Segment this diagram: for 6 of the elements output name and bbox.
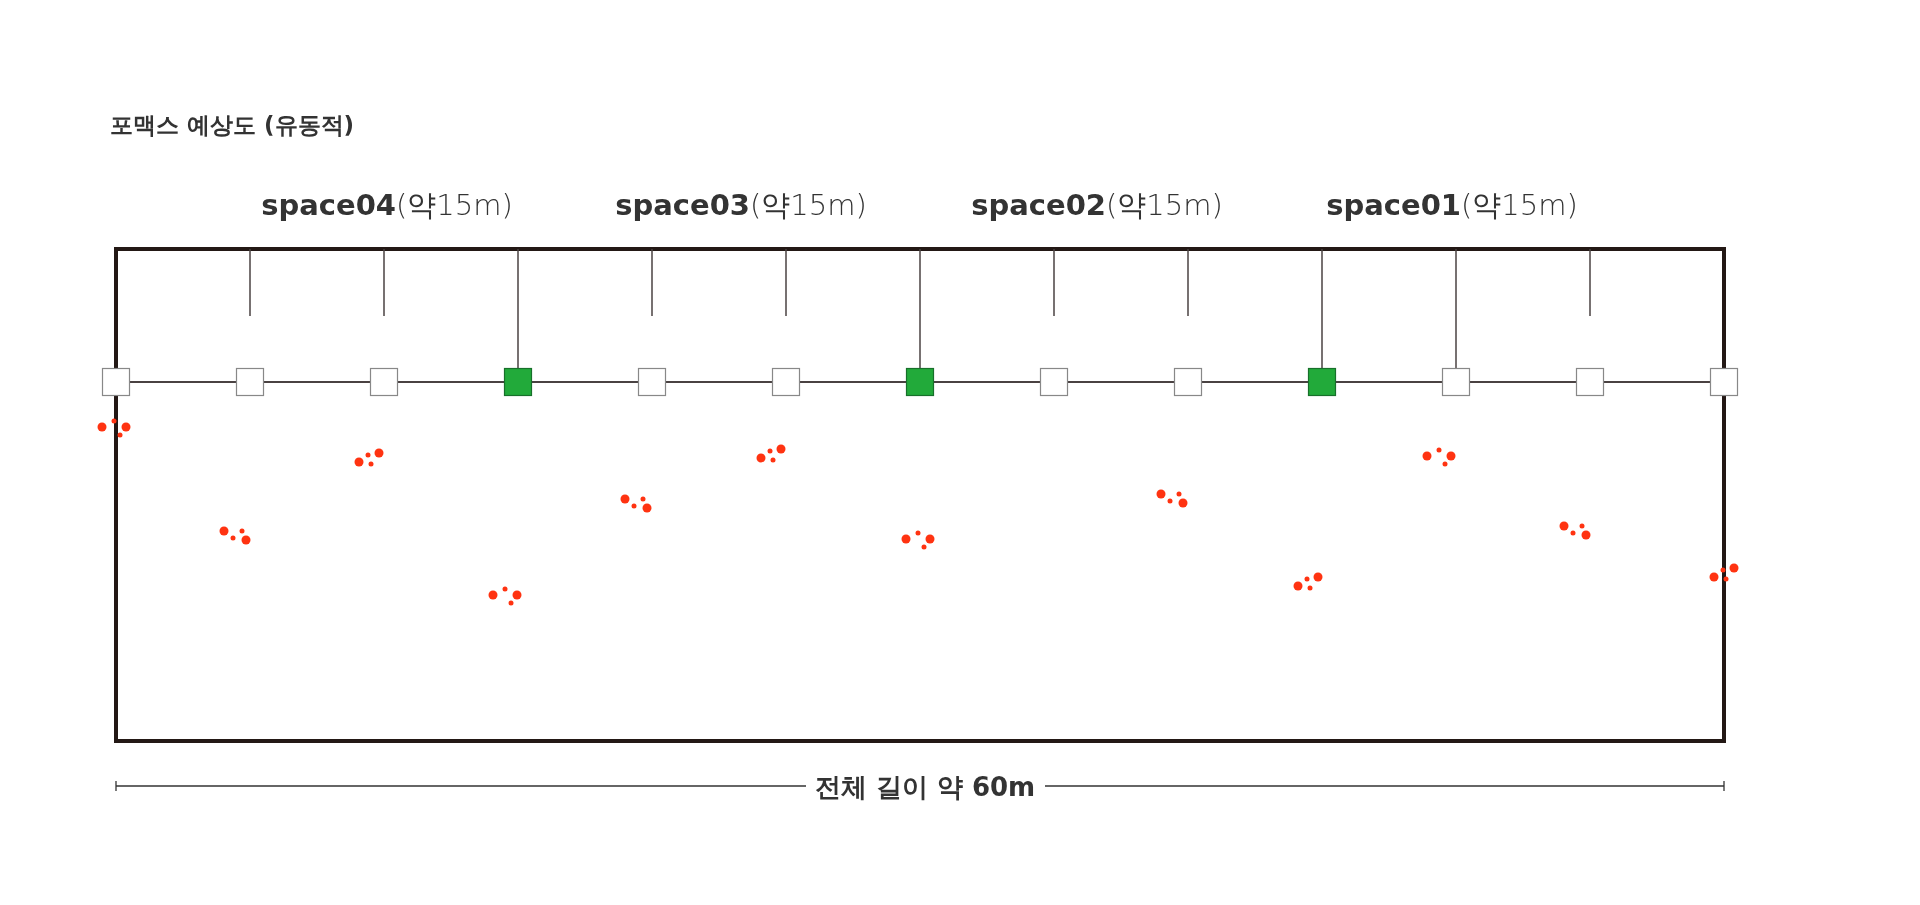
diagram-title: 포맥스 예상도 (유동적) [110, 111, 355, 140]
space-label: space01(약15m) [1326, 187, 1578, 224]
space-label: space03(약15m) [615, 187, 867, 224]
space-label: space04(약15m) [261, 187, 513, 224]
dimension-label: 전체 길이 약 60m [814, 771, 1036, 804]
space-label: space02(약15m) [971, 187, 1223, 224]
